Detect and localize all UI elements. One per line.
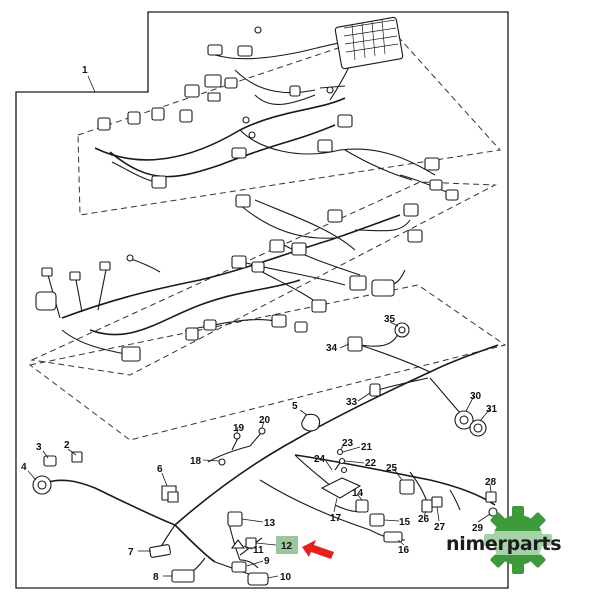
callout-29: 29 [472,523,484,534]
lower-harness [44,333,499,579]
red-pointer-arrow [302,540,334,559]
callout-10: 10 [280,572,292,583]
callout-9: 9 [264,556,270,567]
highlight-box [276,536,298,554]
callout-19: 19 [233,423,245,434]
callout-26: 26 [418,514,430,525]
callout-labels: 1 2 3 4 5 6 7 8 9 10 11 13 14 15 16 17 1… [21,65,498,583]
callout-34: 34 [326,343,338,354]
upper-dashed-outline [77,29,501,216]
callout-25: 25 [386,463,398,474]
callout-21: 21 [361,442,373,453]
callout-20: 20 [259,415,271,426]
callout-7: 7 [128,547,134,558]
callout-4: 4 [21,462,27,473]
callout-23: 23 [342,438,354,449]
callout-8: 8 [153,572,159,583]
callout-30: 30 [470,391,482,402]
callout-33: 33 [346,397,358,408]
callout-24: 24 [314,454,326,465]
callout-12: 12 [281,541,293,552]
callout-5: 5 [292,401,298,412]
callout-18: 18 [190,456,202,467]
upper-connectors [97,16,459,201]
lower-dashed-outline [28,284,507,441]
upper-harness [94,41,456,196]
lower-connectors [32,322,498,586]
callout-27: 27 [434,522,446,533]
callout-11: 11 [253,545,264,556]
callout-16: 16 [398,545,410,556]
callout-17: 17 [330,513,342,524]
callout-28: 28 [485,477,497,488]
callout-leaders [27,75,492,579]
middle-dashed-outline [30,181,497,376]
callout-1: 1 [82,65,88,76]
callout-31: 31 [486,404,498,415]
brand-name: nimerparts [446,533,561,555]
frame-border [15,11,509,589]
callout-6: 6 [157,464,163,475]
watermark: nimerparts [440,506,590,574]
callout-3: 3 [36,442,42,453]
callout-2: 2 [64,440,70,451]
callout-35: 35 [384,314,396,325]
highlighted-callout-12: 12 [255,536,334,559]
callout-22: 22 [365,458,377,469]
callout-15: 15 [399,517,411,528]
callout-14: 14 [352,488,364,499]
callout-13: 13 [264,518,276,529]
middle-connectors [35,194,423,362]
